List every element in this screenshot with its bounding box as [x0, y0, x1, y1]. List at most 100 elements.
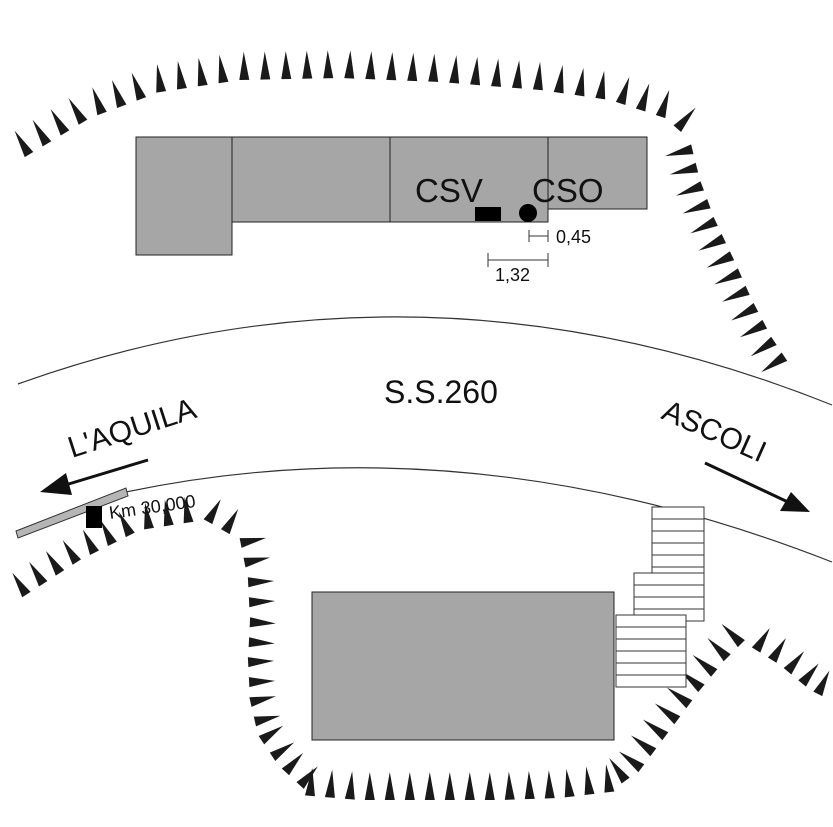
kilometre-marker-post: [86, 506, 102, 528]
hachure-mark: [296, 766, 318, 789]
hachure-mark: [92, 87, 107, 116]
north-building: [135, 136, 648, 256]
stair-step: [651, 554, 705, 568]
hachure-mark: [635, 83, 650, 112]
hachure-mark: [386, 52, 397, 81]
stair-step: [615, 614, 687, 628]
direction-laquila-label: L'AQUILA: [64, 392, 200, 464]
hachure-mark: [239, 537, 267, 548]
hachure-mark: [504, 771, 515, 800]
hachure-mark: [544, 770, 555, 799]
dimension-long: [487, 253, 549, 267]
hachure-mark: [449, 55, 460, 84]
hachure-mark: [364, 772, 375, 800]
arrow-right-icon: [704, 461, 810, 512]
stair-step: [633, 584, 705, 598]
hachure-mark: [798, 663, 819, 687]
hachure-mark: [813, 670, 830, 697]
hachure-mark: [783, 651, 805, 675]
hachure-mark: [698, 234, 726, 251]
hachure-mark: [14, 130, 34, 158]
hachure-mark: [163, 499, 174, 527]
hachure-mark: [706, 251, 735, 268]
hachure-mark: [260, 51, 271, 80]
north-building-block-2: [231, 136, 391, 223]
hachure-mark: [655, 89, 670, 119]
hachure-mark: [424, 772, 435, 800]
hachure-mark: [32, 119, 52, 147]
slope-hachure-southeast: [751, 627, 830, 697]
hachure-mark: [682, 198, 711, 214]
hachure-mark: [302, 50, 313, 79]
hachure-mark: [750, 336, 777, 357]
hachure-mark: [45, 551, 65, 576]
hachure-mark: [669, 162, 699, 175]
road-north-edge: [17, 316, 833, 406]
hachure-mark: [511, 60, 522, 89]
csv-station-marker: [475, 207, 501, 221]
hachure-mark: [491, 58, 502, 87]
hachure-mark: [767, 638, 786, 663]
slope-hachure-northeast: [665, 144, 788, 373]
hachure-mark: [524, 771, 535, 800]
slope-hachure-southwest: [12, 496, 318, 789]
cso-station-marker: [519, 204, 537, 222]
hachure-mark: [404, 772, 415, 800]
hachure-mark: [428, 53, 439, 82]
hachure-mark: [553, 64, 564, 94]
hachure-mark: [365, 51, 376, 80]
hachure-mark: [156, 64, 167, 93]
hachure-mark: [269, 742, 295, 761]
arrow-left-icon: [40, 458, 149, 495]
slope-hachure-south: [304, 623, 745, 800]
road-name: S.S.260: [384, 374, 498, 410]
hachure-mark: [12, 572, 31, 598]
road-shoulder-strip: [15, 487, 129, 539]
hachure-mark: [258, 725, 284, 745]
hachure-mark: [721, 623, 745, 648]
hachure-mark: [304, 767, 315, 797]
south-building: [311, 591, 615, 741]
north-building-block-4: [547, 136, 648, 210]
hachure-mark: [243, 557, 271, 568]
hachure-mark: [248, 637, 275, 648]
hachure-mark: [253, 715, 281, 727]
hachure-mark: [344, 771, 355, 800]
hachure-mark: [203, 499, 221, 525]
hachure-mark: [707, 637, 731, 662]
hachure-mark: [673, 107, 696, 132]
hachure-mark: [29, 561, 48, 587]
csv-label: CSV: [415, 172, 483, 209]
dimension-short: [528, 230, 549, 242]
hachure-mark: [618, 751, 645, 773]
hachure-mark: [615, 76, 630, 106]
stair-step: [615, 638, 687, 652]
hachure-mark: [68, 98, 88, 125]
hachure-mark: [281, 51, 292, 80]
hachure-mark: [197, 57, 208, 87]
hachure-mark: [604, 764, 615, 793]
stair-step: [615, 650, 687, 664]
hachure-mark: [239, 51, 250, 81]
hachure-mark: [384, 772, 395, 800]
stair-step: [651, 530, 705, 544]
hachure-mark: [564, 769, 575, 798]
hachure-mark: [665, 144, 694, 157]
stair-step: [615, 662, 687, 676]
hachure-mark: [642, 719, 669, 741]
hachure-mark: [751, 627, 770, 653]
hachure-mark: [464, 772, 475, 800]
hachure-mark: [470, 56, 481, 86]
hachure-mark: [111, 79, 127, 108]
hachure-mark: [595, 70, 606, 100]
hachure-mark: [218, 54, 229, 84]
stair-step: [615, 674, 687, 688]
hachure-mark: [722, 285, 750, 302]
hachure-mark: [675, 181, 704, 196]
hachure-mark: [100, 520, 117, 547]
hachure-mark: [247, 657, 275, 668]
hachure-mark: [761, 352, 788, 373]
hachure-mark: [247, 577, 275, 588]
hachure-mark: [584, 766, 595, 796]
